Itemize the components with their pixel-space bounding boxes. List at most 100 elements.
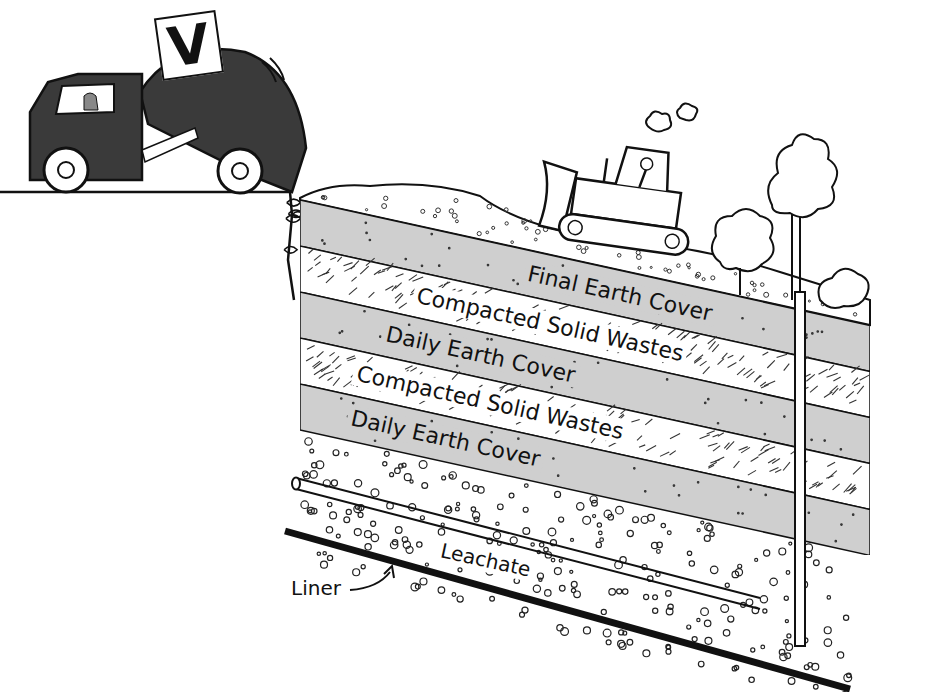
gravel-layer-part (618, 640, 625, 647)
band-texture-part (632, 321, 640, 324)
gravel-layer-part (419, 461, 427, 469)
gravel-layer-part (420, 578, 427, 585)
gravel-layer-part (786, 571, 790, 575)
band-texture-part (551, 386, 553, 388)
gravel-layer-part (751, 648, 755, 652)
gravel-layer-part (307, 507, 314, 514)
band-texture-part (851, 488, 855, 493)
bulldozer-part (604, 158, 647, 187)
band-texture-part (713, 434, 719, 436)
gravel-layer-part (705, 523, 712, 530)
garbage-truck-part (58, 162, 74, 178)
gravel-layer-part (331, 480, 337, 486)
gravel-layer-part (827, 596, 830, 599)
band-texture-part (804, 374, 811, 377)
band-texture-part (854, 383, 860, 386)
leachate-label: Leachate (435, 538, 535, 582)
gravel-layer-part (326, 527, 332, 533)
band-texture-part (846, 391, 854, 398)
band-texture-part (708, 465, 714, 468)
band-texture-part (396, 274, 404, 277)
band-texture-part (761, 384, 769, 388)
band-texture-part (487, 264, 489, 266)
gravel-layer-part (697, 529, 700, 532)
gravel-layer-part (555, 491, 561, 497)
band-texture-part (491, 431, 493, 433)
gravel-layer-part (666, 591, 672, 597)
band-texture-part (308, 267, 313, 271)
band-texture-part (395, 294, 403, 303)
band-texture-part (797, 371, 803, 374)
soil-texture-part (505, 222, 508, 225)
gravel-layer-part (354, 529, 361, 536)
band-texture-part (764, 433, 766, 435)
gravel-layer-part (787, 634, 791, 638)
gravel-layer-part (599, 531, 603, 535)
band-texture-part (703, 367, 710, 374)
bulldozer (534, 136, 700, 256)
soil-texture-part (492, 226, 495, 229)
gravel-layer-part (651, 542, 657, 548)
band-texture-part (712, 344, 719, 352)
gravel-layer-part (704, 535, 710, 541)
gravel-layer-part (310, 449, 314, 453)
liner-part (285, 531, 850, 689)
band-texture-part (700, 435, 710, 439)
band-texture-part (830, 386, 838, 393)
soil-texture-part (487, 204, 492, 209)
band-texture-part (797, 470, 803, 475)
band-texture-part (485, 289, 493, 294)
gravel-layer-part (399, 464, 403, 468)
band-texture-part (799, 461, 808, 469)
gravel-layer-part (764, 550, 770, 556)
trees (712, 134, 869, 308)
band-texture-part (487, 338, 489, 340)
gravel-layer-part (305, 438, 312, 445)
gravel-layer-part (371, 534, 379, 542)
gravel-layer-part (704, 620, 710, 626)
band-texture-part (339, 332, 341, 334)
band-texture-part (559, 305, 570, 309)
gravel-layer-part (509, 493, 514, 498)
band-texture-part (347, 358, 355, 361)
band-texture-part (673, 485, 675, 487)
band-texture-part (715, 457, 724, 461)
band-texture-part (810, 386, 818, 393)
gravel-layer-part (323, 552, 326, 555)
gravel-layer-part (524, 484, 528, 488)
band-texture-part (405, 366, 412, 370)
band-texture-part (829, 365, 834, 370)
trees-part (739, 268, 741, 295)
garbage-truck-part (44, 148, 88, 192)
gravel-layer-part (653, 608, 658, 613)
band-texture-part (775, 470, 781, 473)
gravel-layer-part (666, 644, 671, 649)
gravel-layer-part (345, 452, 349, 456)
gravel-layer-part (551, 558, 555, 562)
gravel-layer-part (310, 471, 317, 478)
gravel-layer-part (617, 589, 622, 594)
gravel-layer-part (738, 564, 742, 568)
band-texture-part (707, 398, 709, 400)
band-texture-part (742, 513, 744, 515)
band-texture-part (314, 362, 322, 368)
leader-arrow-part (384, 566, 394, 578)
gravel-layer-part (395, 468, 401, 474)
soil-texture-part (321, 195, 325, 199)
gravel-layer-part (321, 561, 328, 568)
band-texture-part (783, 462, 790, 470)
soil-texture-part (504, 208, 508, 212)
band-texture-part (518, 438, 520, 440)
gravel-layer-part (571, 538, 574, 541)
band-texture-part (678, 495, 680, 497)
gravel-layer-part (383, 462, 387, 466)
band-texture-part (841, 524, 843, 526)
band-texture-part (747, 371, 755, 378)
gravel-layer-part (422, 483, 428, 489)
band-texture-part (405, 258, 407, 260)
gravel-layer-part (643, 650, 650, 657)
band-texture-part (809, 484, 817, 489)
band-texture-part (791, 448, 800, 454)
leachate-pipe-part (292, 478, 300, 490)
gravel-layer-part (330, 512, 337, 519)
